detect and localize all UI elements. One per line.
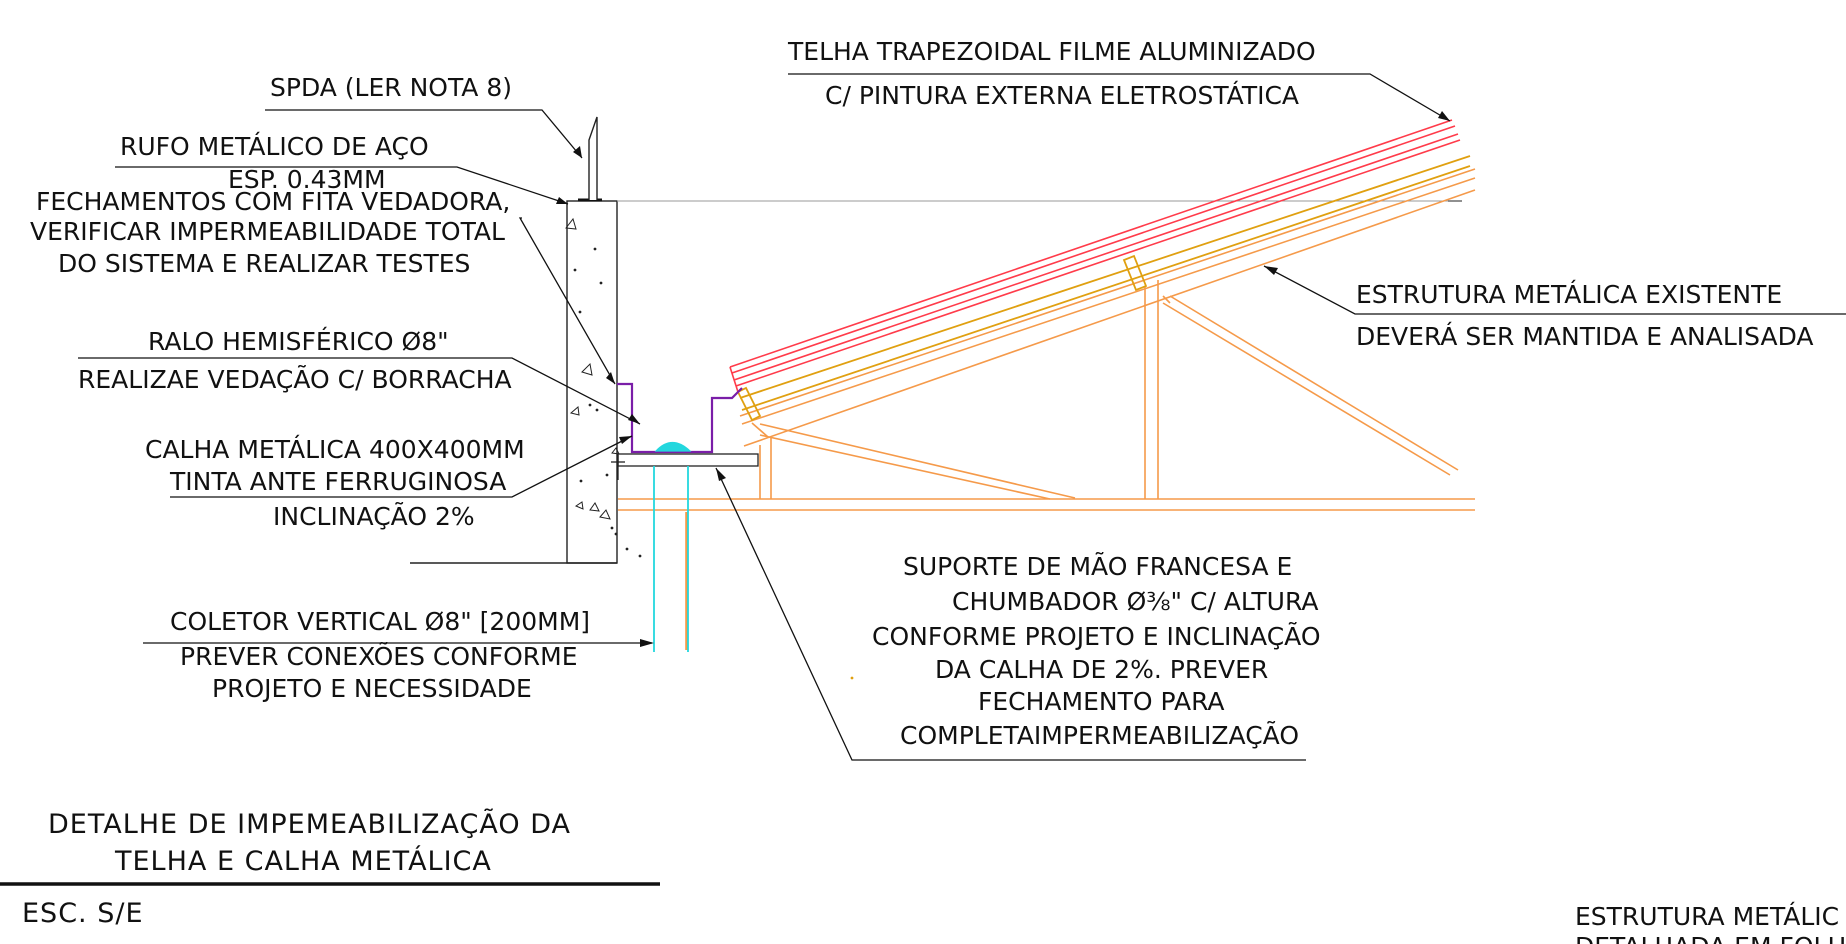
coletor-label-line1: COLETOR VERTICAL Ø8" [200MM] bbox=[170, 607, 590, 636]
existing-truss bbox=[618, 168, 1476, 650]
suporte-label-line3: CONFORME PROJETO E INCLINAÇÃO bbox=[872, 621, 1321, 651]
calha-label-line3: INCLINAÇÃO 2% bbox=[273, 501, 475, 531]
coletor-label-line2: PREVER CONEXÕES CONFORME bbox=[180, 641, 578, 671]
fechamentos-label-line2: VERIFICAR IMPERMEABILIDADE TOTAL bbox=[30, 217, 505, 246]
metal-gutter bbox=[617, 382, 743, 454]
support-bracket bbox=[611, 453, 759, 480]
estrutura-label-line1: ESTRUTURA METÁLICA EXISTENTE bbox=[1356, 280, 1782, 309]
spda-label: SPDA (LER NOTA 8) bbox=[270, 73, 512, 102]
estrutura-label-line2: DEVERÁ SER MANTIDA E ANALISADA bbox=[1356, 322, 1814, 351]
telha-label-line2: C/ PINTURA EXTERNA ELETROSTÁTICA bbox=[825, 81, 1299, 110]
vertical-collector-pipe bbox=[653, 466, 689, 652]
spda-rod bbox=[588, 116, 598, 200]
suporte-label-line2: CHUMBADOR Ø⅜" C/ ALTURA bbox=[952, 587, 1318, 616]
telha-label-line1: TELHA TRAPEZOIDAL FILME ALUMINIZADO bbox=[787, 37, 1316, 66]
suporte-label-line1: SUPORTE DE MÃO FRANCESA E bbox=[903, 551, 1292, 581]
ralo-label-line2: REALIZAE VEDAÇÃO C/ BORRACHA bbox=[78, 364, 512, 394]
corner-label-line2: DETALHADA EM FOLH bbox=[1575, 932, 1846, 944]
suporte-label-line4: DA CALHA DE 2%. PREVER bbox=[935, 655, 1268, 684]
detail-title-line1: DETALHE DE IMPEMEABILIZAÇÃO DA bbox=[48, 808, 571, 840]
calha-label-line2: TINTA ANTE FERRUGINOSA bbox=[169, 467, 506, 496]
arrowheads bbox=[556, 111, 1450, 647]
title-block: DETALHE DE IMPEMEABILIZAÇÃO DA TELHA E C… bbox=[0, 808, 660, 929]
concrete-wall bbox=[410, 198, 642, 564]
suporte-label-line5: FECHAMENTO PARA bbox=[978, 687, 1225, 716]
scale-label: ESC. S/E bbox=[22, 898, 144, 929]
roof-tile bbox=[729, 119, 1461, 393]
purlin-lines bbox=[736, 155, 1471, 422]
detail-title-line2: TELHA E CALHA METÁLICA bbox=[114, 845, 492, 877]
coletor-label-line3: PROJETO E NECESSIDADE bbox=[212, 674, 532, 703]
suporte-label-line6: COMPLETAIMPERMEABILIZAÇÃO bbox=[900, 720, 1299, 750]
leader-lines bbox=[78, 73, 1846, 761]
calha-label-line1: CALHA METÁLICA 400X400MM bbox=[145, 435, 525, 464]
hemispherical-drain bbox=[654, 441, 692, 452]
ralo-label-line1: RALO HEMISFÉRICO Ø8" bbox=[148, 327, 449, 356]
fechamentos-label-line3: DO SISTEMA E REALIZAR TESTES bbox=[58, 249, 470, 278]
concrete-hatch bbox=[565, 217, 642, 558]
corner-label-line1: ESTRUTURA METÁLIC bbox=[1575, 902, 1839, 931]
fechamentos-label-line1: FECHAMENTOS COM FITA VEDADORA, bbox=[36, 187, 510, 216]
rufo-label-line1: RUFO METÁLICO DE AÇO bbox=[120, 132, 429, 161]
rufo-label-line2: ESP. 0.43MM bbox=[228, 165, 386, 194]
